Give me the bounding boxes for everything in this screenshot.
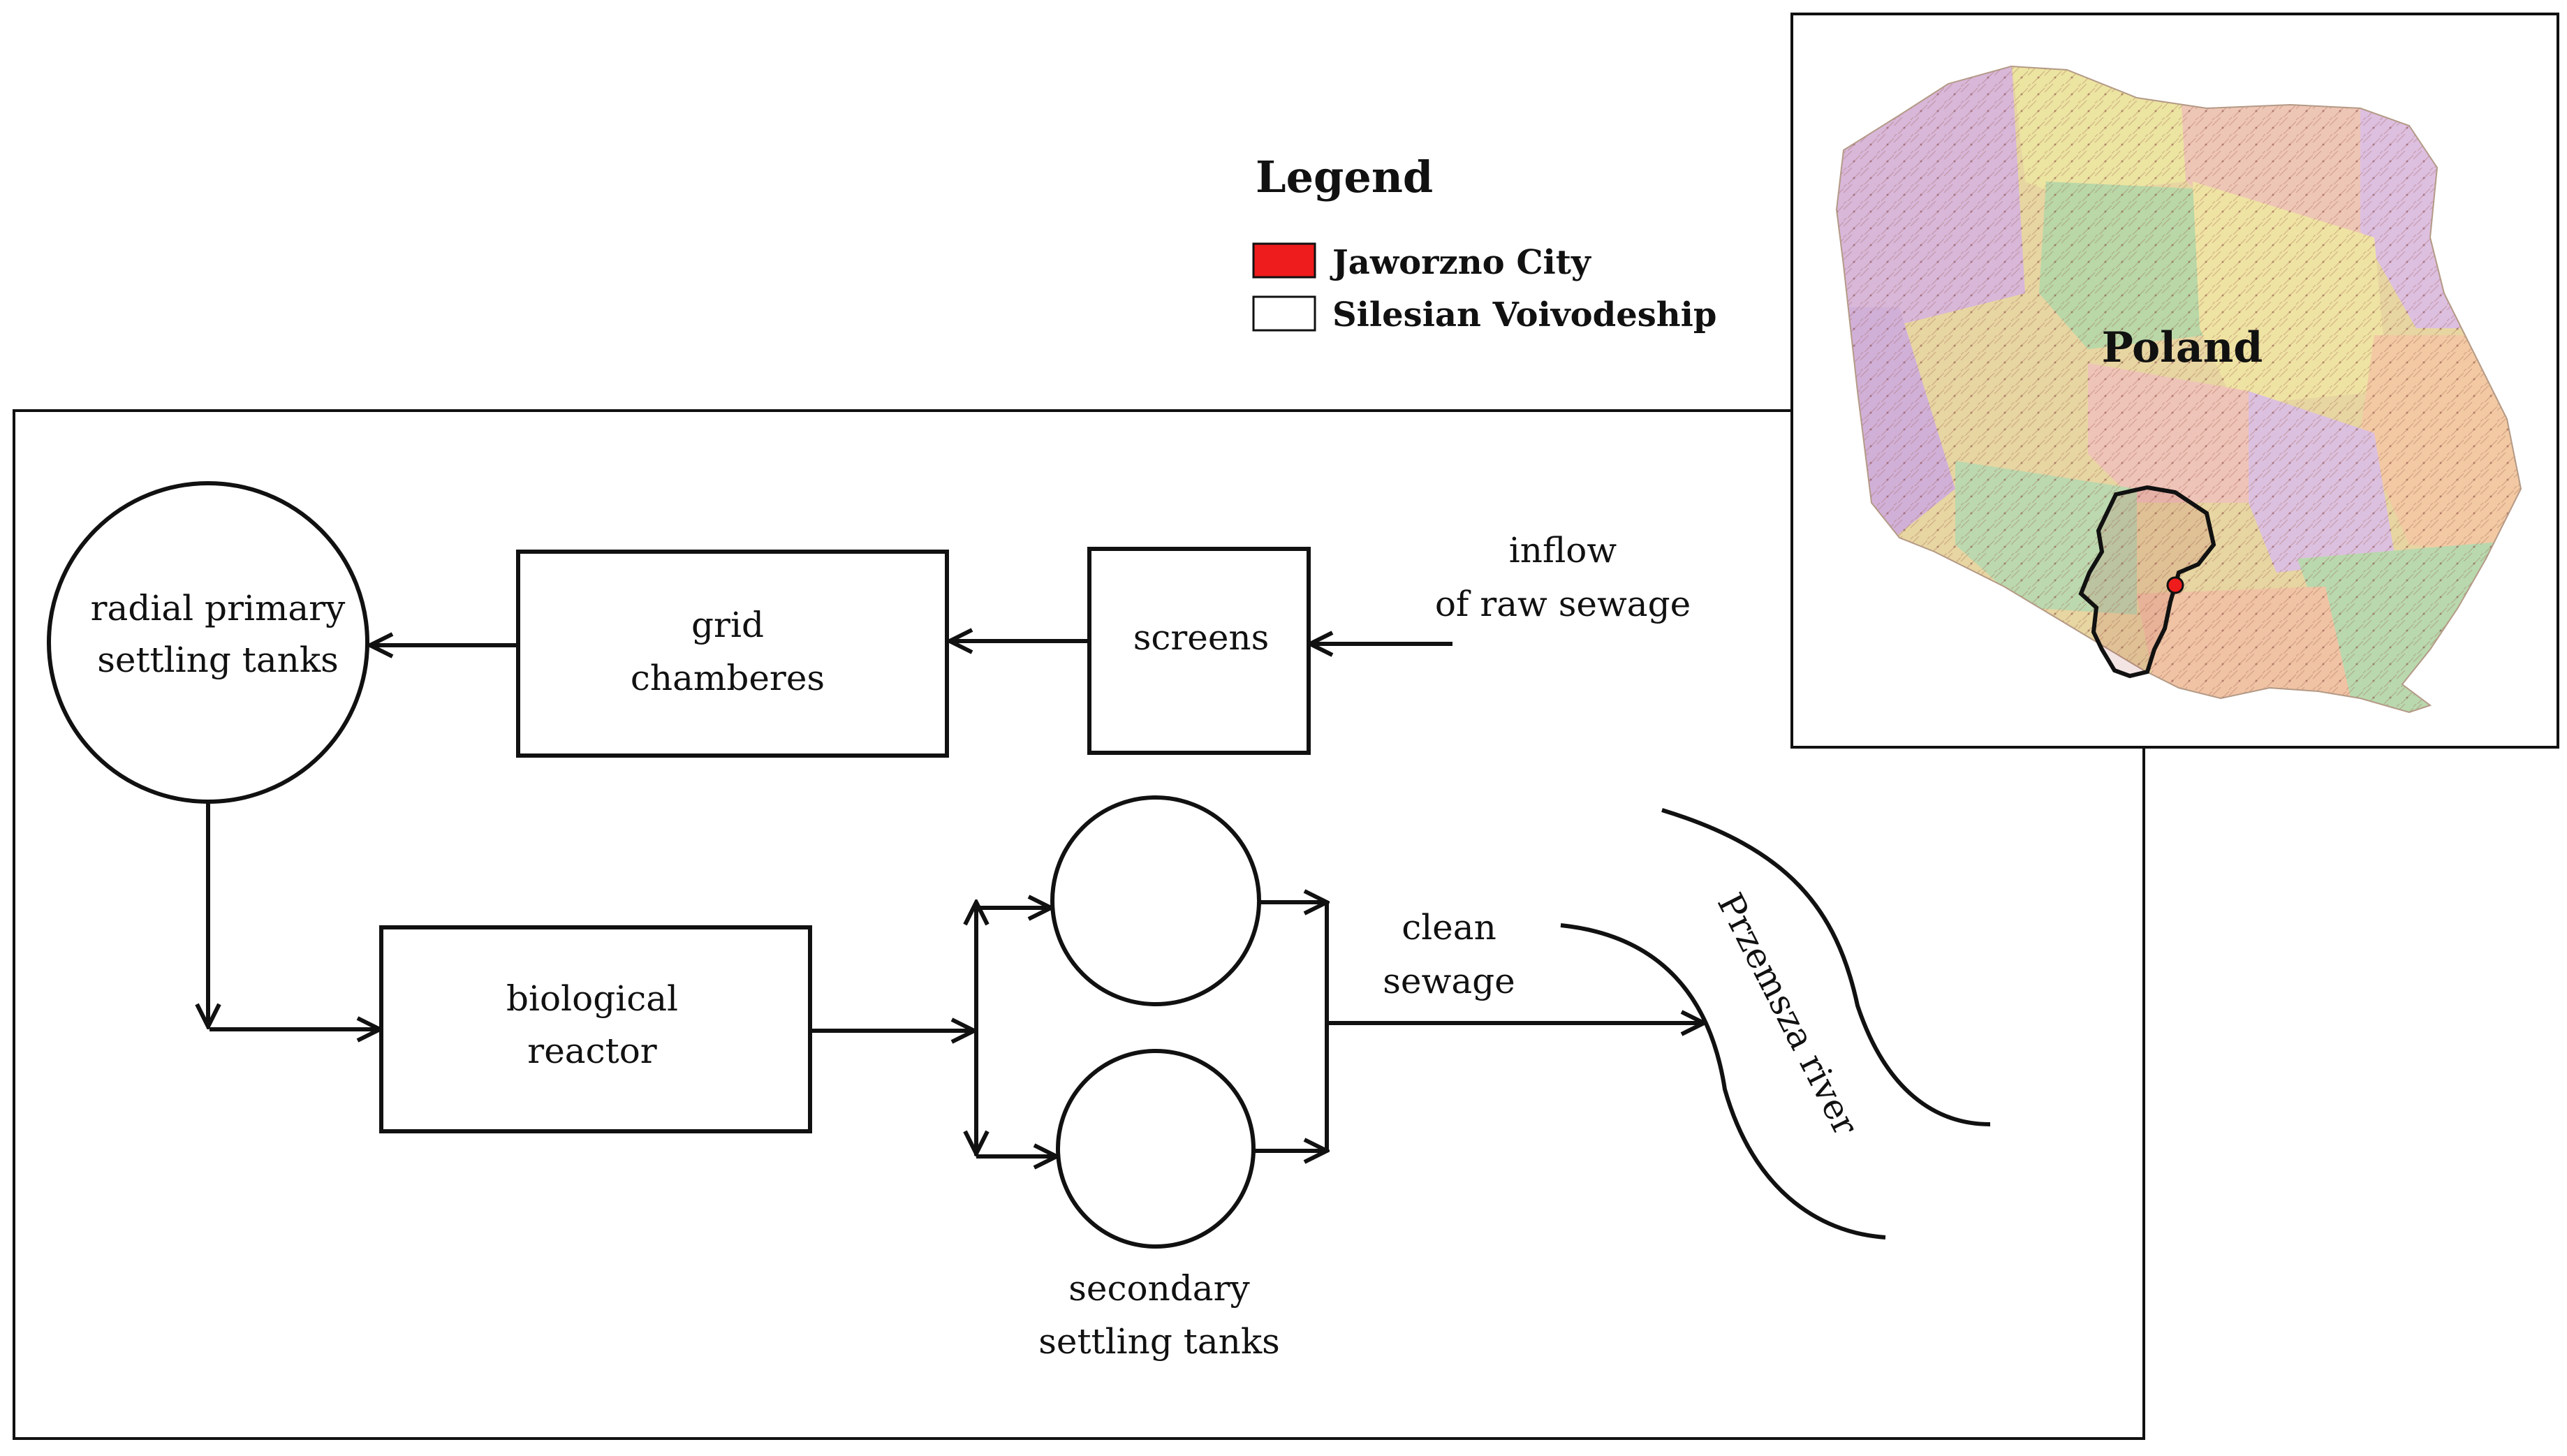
poland-outline [1835, 65, 2522, 714]
jaworzno-city-marker [2166, 576, 2184, 594]
svg-text:inflow: inflow [1509, 530, 1617, 571]
svg-text:screens: screens [1133, 617, 1270, 658]
silesian-voivodeship-outline [2078, 485, 2216, 679]
process-frame [13, 409, 2145, 1440]
legend-label-jaworzno: Jaworzno City [1330, 243, 1592, 282]
svg-text:settling tanks: settling tanks [1038, 1321, 1280, 1362]
svg-text:chamberes: chamberes [631, 658, 825, 698]
river-label: Przemsza river [1709, 887, 1866, 1142]
inflow-raw-sewage-label: inflow of raw sewage [1435, 530, 1691, 624]
screens: screens [1087, 547, 1311, 755]
svg-text:biological: biological [506, 978, 678, 1019]
legend-title: Legend [1256, 152, 1433, 203]
river-bank-upper [1661, 808, 1991, 1126]
biological-reactor: biological reactor [379, 925, 812, 1133]
legend: Legend Jaworzno City Silesian Voivodeshi… [1252, 152, 1716, 334]
svg-text:settling tanks: settling tanks [97, 640, 339, 680]
secondary-tank-upper [1050, 795, 1261, 1006]
flow-arrows [208, 641, 1704, 1156]
poland-label: Poland [2102, 323, 2263, 372]
grid-chamberes: grid chamberes [516, 550, 949, 758]
svg-text:secondary: secondary [1068, 1268, 1250, 1309]
svg-text:radial primary: radial primary [91, 588, 346, 628]
svg-text:sewage: sewage [1383, 961, 1515, 1001]
svg-text:clean: clean [1402, 907, 1496, 948]
svg-text:of raw sewage: of raw sewage [1435, 584, 1691, 624]
river-bank-lower [1560, 923, 1886, 1240]
svg-text:grid: grid [691, 605, 764, 645]
legend-label-silesian: Silesian Voivodeship [1332, 295, 1716, 334]
secondary-tank-lower [1056, 1049, 1256, 1249]
legend-swatch-jaworzno [1252, 242, 1316, 279]
secondary-settling-tanks: secondary settling tanks [1038, 795, 1280, 1362]
map-inset: Poland [1790, 13, 2559, 749]
radial-primary-settling-tanks: radial primary settling tanks [47, 481, 369, 804]
legend-swatch-silesian [1252, 295, 1316, 332]
svg-text:reactor: reactor [527, 1031, 656, 1071]
clean-sewage-label: clean sewage [1383, 907, 1515, 1001]
